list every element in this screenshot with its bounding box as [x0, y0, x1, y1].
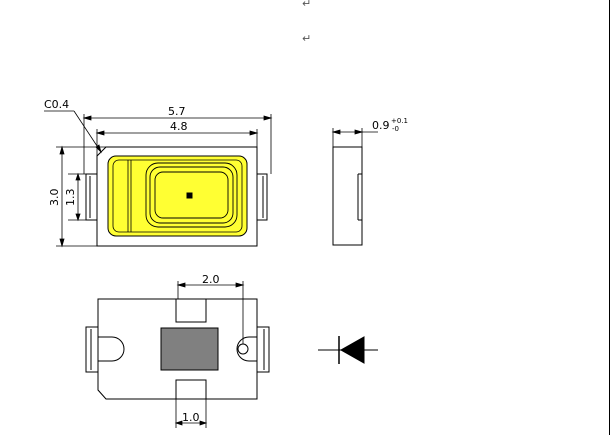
diode-symbol: [318, 336, 378, 364]
side-view: [332, 146, 363, 246]
return-mark-2: ↵: [302, 32, 311, 45]
pad-width-label: 1.0: [182, 411, 200, 424]
bottom-view-dimensions: [174, 281, 245, 428]
top-view: [85, 146, 268, 247]
bottom-solder-pad: [175, 379, 207, 400]
return-mark-1: ↵: [302, 0, 311, 10]
thickness-tolerance-upper: +0.1: [391, 117, 408, 125]
led-die: [186, 192, 193, 199]
bottom-right-lead: [256, 326, 270, 373]
bottom-left-lead: [85, 326, 99, 373]
bottom-left-notch: [98, 336, 125, 362]
top-view-dimensions: [44, 110, 273, 248]
pad-spacing-label: 2.0: [202, 273, 220, 286]
bottom-view: [85, 298, 270, 400]
overall-length-label: 5.7: [168, 105, 186, 118]
diode-triangle-icon: [339, 336, 365, 364]
bottom-right-notch: [236, 336, 257, 362]
right-lead-tab: [256, 173, 268, 221]
overall-width-label: 3.0: [48, 189, 61, 207]
thickness-tolerance-lower: -0: [392, 125, 399, 133]
body-length-label: 4.8: [170, 120, 188, 133]
chip-cavity-outline: [145, 162, 238, 228]
chamfer-label: C0.4: [44, 98, 69, 111]
emitting-lens: [107, 155, 248, 237]
left-lead-tab: [85, 173, 98, 221]
thickness-label: 0.9: [372, 119, 390, 132]
page-right-border: [609, 0, 610, 435]
side-view-dimensions: [331, 128, 378, 147]
side-view-body: [332, 146, 363, 246]
lead-width-label: 1.3: [64, 189, 77, 207]
anode-hole: [237, 343, 249, 355]
top-solder-pad: [175, 298, 207, 323]
thermal-pad: [160, 327, 219, 371]
top-view-body-outline: [96, 146, 258, 247]
